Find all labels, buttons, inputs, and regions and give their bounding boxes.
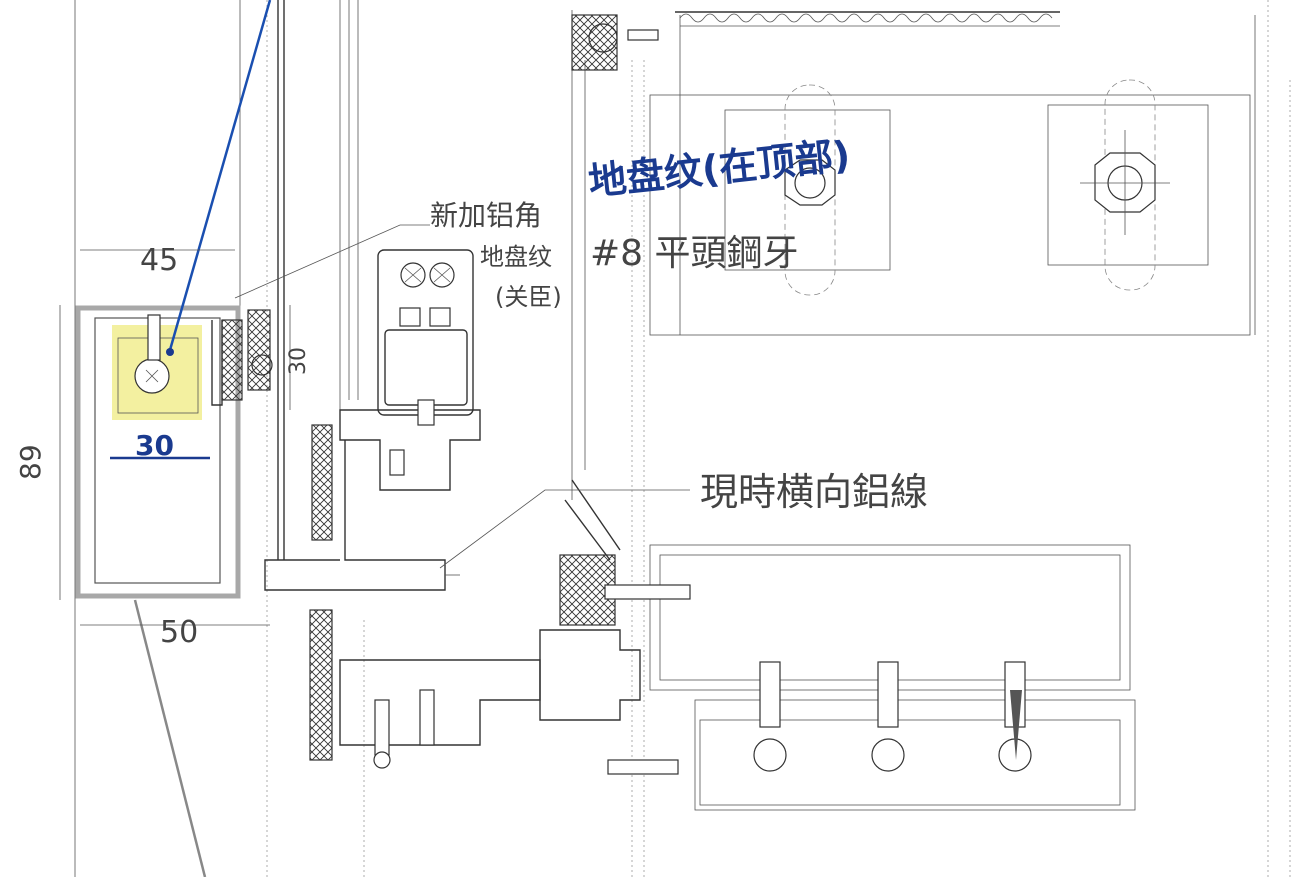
dimension-89-label: 89	[14, 444, 47, 480]
lower-profile	[309, 609, 541, 769]
pencil-note-top-1: 新加铝角	[430, 199, 542, 232]
dimension-30-blue-label: 30	[135, 429, 174, 462]
dimension-lines	[59, 249, 291, 626]
aluminium-profile	[264, 249, 481, 591]
upper-plates	[649, 79, 1251, 336]
leader-lines	[133, 0, 690, 877]
bracket-screws	[753, 661, 1032, 772]
dimension-50-label: 50	[160, 615, 198, 650]
vertical-grid-lines	[74, 0, 1291, 877]
pencil-note-top-3: (关臣)	[495, 283, 562, 311]
dimension-45-label: 45	[140, 243, 178, 278]
pencil-note-top-2: 地盘纹	[480, 243, 552, 271]
aluminium-angle-detail	[75, 305, 273, 599]
pencil-note-right: 現時横向鋁線	[700, 470, 928, 514]
blue-subtitle-note: #8 平頭鋼牙	[590, 233, 799, 274]
dimension-30-vertical-label: 30	[286, 347, 311, 375]
top-sealant	[571, 11, 1060, 71]
lower-bracket	[539, 479, 1136, 811]
